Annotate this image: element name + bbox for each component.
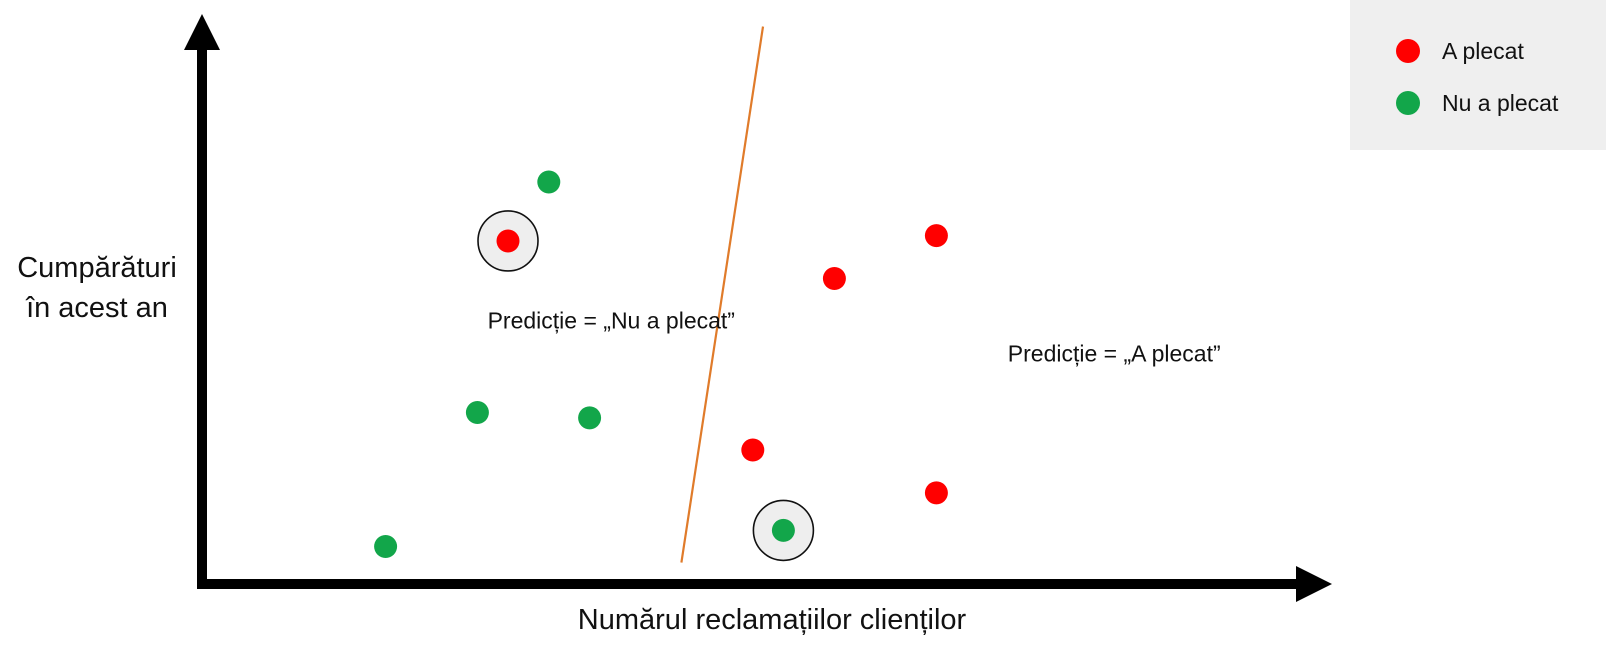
x-axis-arrowhead — [1296, 566, 1332, 602]
y-axis-label: Cumpărături în acest an — [17, 252, 177, 324]
point-nu-a-plecat-0 — [537, 170, 561, 194]
x-axis-label: Numărul reclamațiilor clienților — [577, 604, 967, 636]
point-a-plecat-1 — [822, 266, 846, 290]
legend-label-a-plecat: A plecat — [1442, 37, 1524, 64]
axes — [184, 14, 1332, 602]
legend: A plecat Nu a plecat — [1350, 0, 1606, 150]
data-points — [374, 170, 948, 562]
point-a-plecat-4 — [924, 481, 948, 505]
point-a-plecat-2 — [924, 224, 948, 248]
legend-entry-a-plecat: A plecat — [1396, 36, 1524, 66]
legend-entry-nu-a-plecat: Nu a plecat — [1396, 88, 1558, 118]
point-nu-a-plecat-1 — [465, 400, 489, 424]
point-a-plecat-3 — [741, 438, 765, 462]
point-nu-a-plecat-3 — [374, 534, 398, 558]
legend-marker-a-plecat — [1396, 39, 1420, 63]
point-a-plecat-0 — [496, 229, 520, 253]
legend-marker-nu-a-plecat — [1396, 91, 1420, 115]
decision-boundary-line — [680, 26, 765, 563]
point-nu-a-plecat-2 — [578, 406, 602, 430]
point-nu-a-plecat-4 — [771, 518, 795, 542]
y-axis-arrowhead — [184, 14, 220, 50]
decision-boundary-layer — [680, 26, 765, 563]
prediction-annotation-right: Predicție = „A plecat” — [1007, 340, 1221, 367]
prediction-annotation-left: Predicție = „Nu a plecat” — [487, 307, 735, 334]
legend-label-nu-a-plecat: Nu a plecat — [1442, 89, 1559, 116]
